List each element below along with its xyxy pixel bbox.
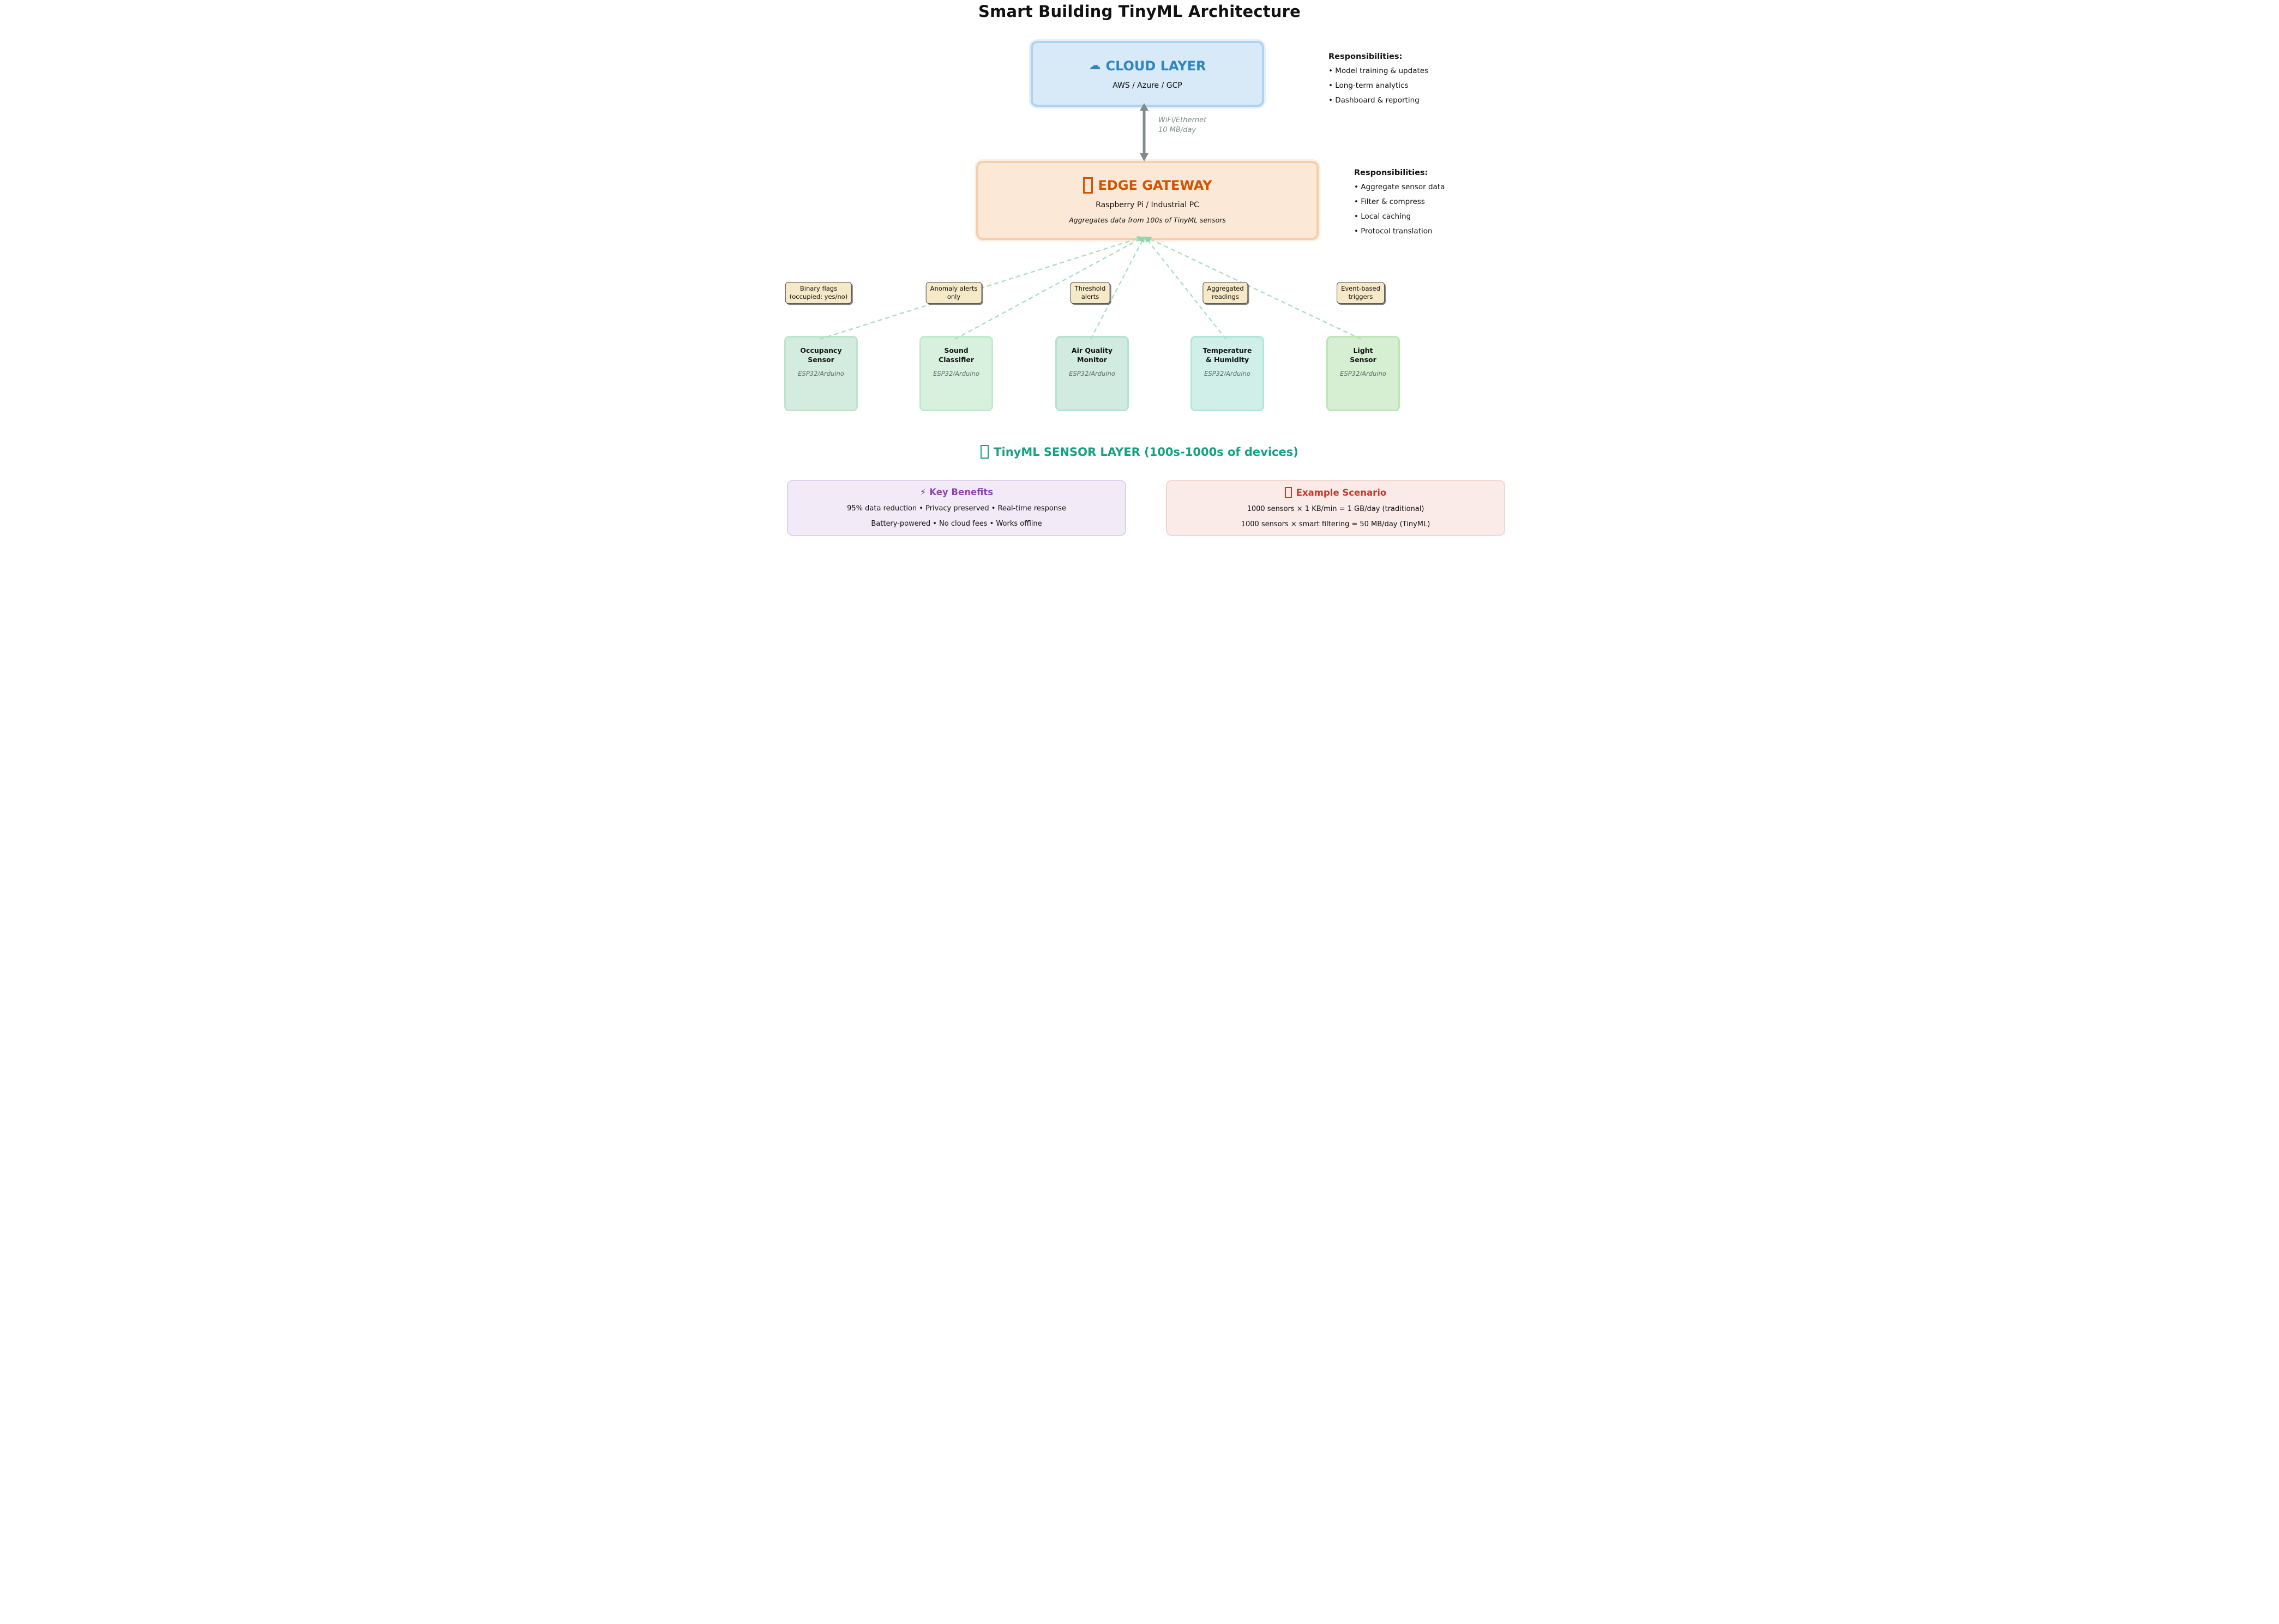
sensor-name: Occupancy Sensor <box>800 346 841 365</box>
missing-glyph-icon <box>981 445 989 459</box>
label-line: Threshold <box>1074 285 1106 293</box>
label-line: Aggregated <box>1207 285 1244 293</box>
sensor-box-sound: Sound Classifier ESP32/Arduino <box>919 336 993 411</box>
sensor-box-occupancy: Occupancy Sensor ESP32/Arduino <box>784 336 858 411</box>
cloud-responsibilities-heading: Responsibilities: <box>1328 52 1403 61</box>
page-title: Smart Building TinyML Architecture <box>978 2 1301 21</box>
edge-gateway-title: EDGE GATEWAY <box>1083 177 1212 194</box>
label-line: (occupied: yes/no) <box>789 293 848 300</box>
example-scenario-title: Example Scenario <box>1167 487 1504 498</box>
scenario-line: 1000 sensors × 1 KB/min = 1 GB/day (trad… <box>1247 505 1424 513</box>
benefits-line: 95% data reduction • Privacy preserved •… <box>847 504 1066 513</box>
sensor-name: Light Sensor <box>1350 346 1376 365</box>
responsibility-item: Filter & compress <box>1354 197 1518 206</box>
sensor-name: Sound Classifier <box>939 346 974 365</box>
label-line: only <box>947 293 961 300</box>
uplink-label-line1: WiFi/Ethernet <box>1158 116 1207 124</box>
sensor-platform: ESP32/Arduino <box>1340 369 1386 377</box>
edge-gateway-box: EDGE GATEWAY Raspberry Pi / Industrial P… <box>976 161 1319 240</box>
uplink-label: WiFi/Ethernet 10 MB/day <box>1158 116 1206 135</box>
connection-label-threshold-alerts: Threshold alerts <box>1070 282 1110 304</box>
sensor-box-light: Light Sensor ESP32/Arduino <box>1326 336 1400 411</box>
edge-gateway-subtitle: Raspberry Pi / Industrial PC <box>1096 200 1199 209</box>
responsibility-item: Model training & updates <box>1328 67 1492 75</box>
cloud-gateway-arrow <box>1140 103 1148 161</box>
edge-gateway-title-text: EDGE GATEWAY <box>1098 177 1212 193</box>
sensor-name-line: Monitor <box>1077 355 1107 364</box>
scenario-line: 1000 sensors × smart filtering = 50 MB/d… <box>1241 520 1430 528</box>
sensor-name-line: Temperature <box>1202 346 1252 354</box>
missing-glyph-icon <box>1083 177 1093 194</box>
cloud-layer-title-text: CLOUD LAYER <box>1105 58 1206 74</box>
lightning-icon: ⚡ <box>919 487 927 497</box>
sensor-name-line: Air Quality <box>1071 346 1113 354</box>
connection-label-anomaly-alerts: Anomaly alerts only <box>925 282 982 304</box>
label-line: Binary flags <box>799 285 838 293</box>
sensor-name-line: Classifier <box>939 355 974 364</box>
label-line: Event-based <box>1341 285 1380 293</box>
cloud-layer-title: ☁ CLOUD LAYER <box>1089 58 1206 74</box>
edge-gateway-note: Aggregates data from 100s of TinyML sens… <box>1069 215 1226 224</box>
gateway-responsibilities-list: Aggregate sensor data Filter & compress … <box>1354 183 1518 236</box>
label-line: Anomaly alerts <box>930 285 978 293</box>
sensor-box-temperature-humidity: Temperature & Humidity ESP32/Arduino <box>1190 336 1264 411</box>
cloud-layer-box: ☁ CLOUD LAYER AWS / Azure / GCP <box>1031 41 1264 107</box>
connection-label-event-triggers: Event-based triggers <box>1337 282 1385 304</box>
cloud-icon: ☁ <box>1089 58 1101 73</box>
responsibility-item: Long-term analytics <box>1328 81 1492 90</box>
key-benefits-title: ⚡ Key Benefits <box>788 487 1125 497</box>
sensor-platform: ESP32/Arduino <box>1204 369 1250 377</box>
cloud-responsibilities-list: Model training & updates Long-term analy… <box>1328 67 1492 105</box>
responsibility-item: Local caching <box>1354 212 1518 221</box>
sensor-platform: ESP32/Arduino <box>798 369 844 377</box>
key-benefits-title-text: Key Benefits <box>929 487 994 497</box>
sensor-layer-title: TinyML SENSOR LAYER (100s-1000s of devic… <box>760 445 1519 461</box>
sensor-name-line: Occupancy <box>800 346 842 354</box>
sensor-name: Air Quality Monitor <box>1072 346 1113 365</box>
label-line: triggers <box>1348 293 1373 300</box>
sensor-layer-title-text: TinyML SENSOR LAYER (100s-1000s of devic… <box>994 445 1298 459</box>
sensor-box-air-quality: Air Quality Monitor ESP32/Arduino <box>1055 336 1129 411</box>
sensor-platform: ESP32/Arduino <box>933 369 979 377</box>
sensor-name-line: Sound <box>944 346 969 354</box>
benefits-line: Battery-powered • No cloud fees • Works … <box>871 520 1042 528</box>
sensor-name-line: Sensor <box>1350 355 1376 364</box>
example-scenario-card: Example Scenario 1000 sensors × 1 KB/min… <box>1166 480 1505 536</box>
responsibility-item: Protocol translation <box>1354 227 1518 236</box>
example-scenario-title-text: Example Scenario <box>1296 487 1387 498</box>
uplink-label-line2: 10 MB/day <box>1158 125 1196 134</box>
key-benefits-card: ⚡ Key Benefits 95% data reduction • Priv… <box>787 480 1126 536</box>
label-line: readings <box>1212 293 1239 300</box>
sensor-name-line: & Humidity <box>1205 355 1249 364</box>
responsibility-item: Dashboard & reporting <box>1328 96 1492 105</box>
responsibility-item: Aggregate sensor data <box>1354 183 1518 191</box>
cloud-layer-subtitle: AWS / Azure / GCP <box>1113 81 1182 90</box>
cloud-responsibilities: Responsibilities: Model training & updat… <box>1328 52 1492 111</box>
label-line: alerts <box>1081 293 1099 300</box>
missing-glyph-icon <box>1284 487 1292 498</box>
diagram-canvas: Smart Building TinyML Architecture ☁ CLO… <box>760 0 1519 542</box>
sensor-name-line: Light <box>1353 346 1373 354</box>
gateway-responsibilities-heading: Responsibilities: <box>1354 169 1428 177</box>
gateway-responsibilities: Responsibilities: Aggregate sensor data … <box>1354 169 1518 242</box>
sensor-platform: ESP32/Arduino <box>1069 369 1115 377</box>
sensor-name-line: Sensor <box>808 355 834 364</box>
connection-label-binary-flags: Binary flags (occupied: yes/no) <box>785 282 852 304</box>
sensor-name: Temperature & Humidity <box>1203 346 1252 365</box>
connection-label-aggregated-readings: Aggregated readings <box>1202 282 1248 304</box>
